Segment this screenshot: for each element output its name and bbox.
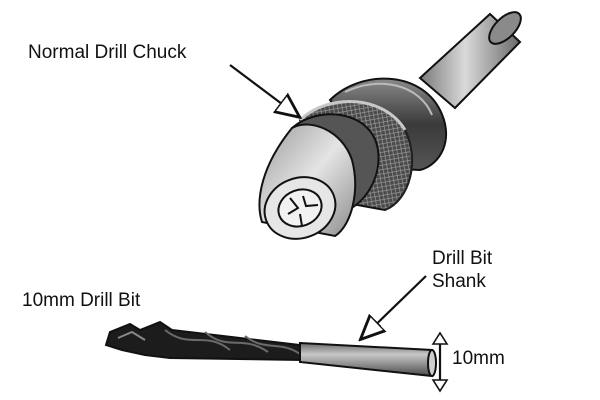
drill-bit-shank [299,341,437,378]
pointer-arrow-icon [362,275,427,338]
label-drill-bit-shank: Drill Bit Shank [432,247,492,293]
drill-chuck [258,11,522,240]
double-headed-arrow-icon [431,331,449,393]
pointer-arrow-icon [229,64,298,116]
label-shank-line-1: Drill Bit [432,248,493,269]
label-10mm-drill-bit: 10mm Drill Bit [22,290,141,311]
label-shank-line-2: Shank [432,271,486,292]
label-normal-drill-chuck: Normal Drill Chuck [28,42,187,63]
drill-bit-flutes [104,320,304,362]
drill-bit [104,320,437,378]
chuck-shaft [418,11,522,110]
chuck-jaw-face [263,176,337,240]
label-diameter: 10mm [452,348,505,369]
